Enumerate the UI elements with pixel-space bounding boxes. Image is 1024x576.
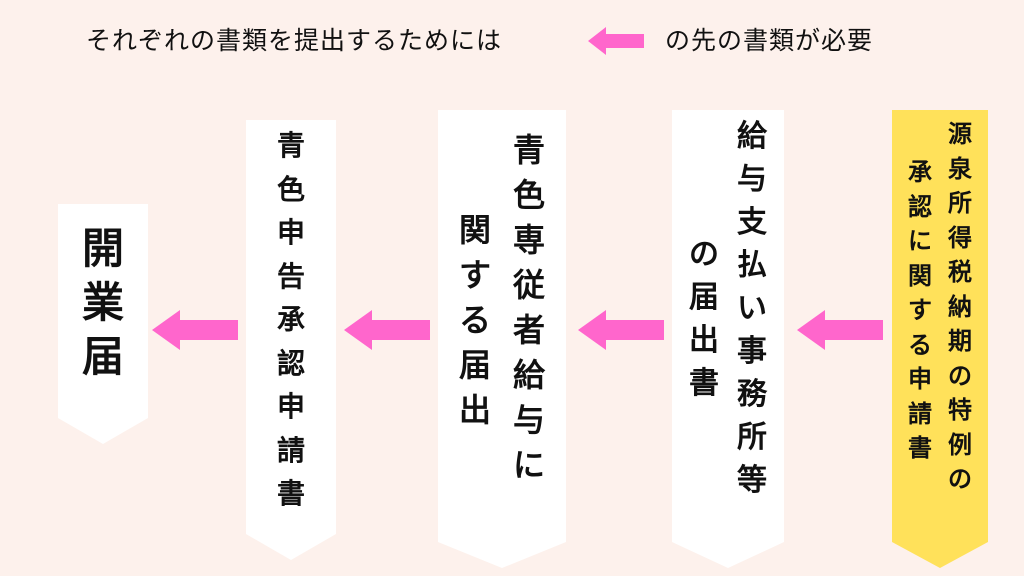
doc-kaigyo: 開業届: [58, 204, 148, 444]
doc-kyuyo-shiharai-text-col2: の届出書: [689, 237, 719, 401]
instruction-text-after: の先の書類が必要: [665, 26, 874, 55]
doc-kyuyo-shiharai: 給与支払い事務所等 の届出書: [672, 110, 784, 568]
doc-senjusha: 青色専従者給与に 関する届出: [438, 110, 566, 568]
instruction-text-before: それぞれの書類を提出するためには: [86, 26, 503, 55]
flow-arrow-left-icon: [344, 310, 430, 350]
doc-kaigyo-text: 開業届: [81, 224, 124, 381]
flow-arrow-left-icon: [152, 310, 238, 350]
doc-aoiro-shinkoku: 青色申告承認申請書: [246, 120, 336, 560]
doc-gensen-tokurei: 源泉所得税納期の特例の 承認に関する申請書: [892, 110, 988, 568]
flow-arrow-left-icon: [578, 310, 664, 350]
doc-gensen-tokurei-text-col2: 承認に関する申請書: [908, 158, 932, 462]
flow-arrow-left-icon: [797, 310, 883, 350]
doc-kyuyo-shiharai-text-col1: 給与支払い事務所等: [737, 119, 767, 498]
instruction-header: それぞれの書類を提出するためには の先の書類が必要: [0, 12, 1024, 68]
left-arrow-icon: [588, 27, 644, 55]
doc-gensen-tokurei-text-col1: 源泉所得税納期の特例の: [948, 120, 972, 493]
doc-senjusha-text-col1: 青色専従者給与に: [513, 131, 546, 484]
doc-aoiro-shinkoku-text: 青色申告承認申請書: [276, 129, 305, 510]
doc-senjusha-text-col2: 関する届出: [458, 211, 491, 429]
